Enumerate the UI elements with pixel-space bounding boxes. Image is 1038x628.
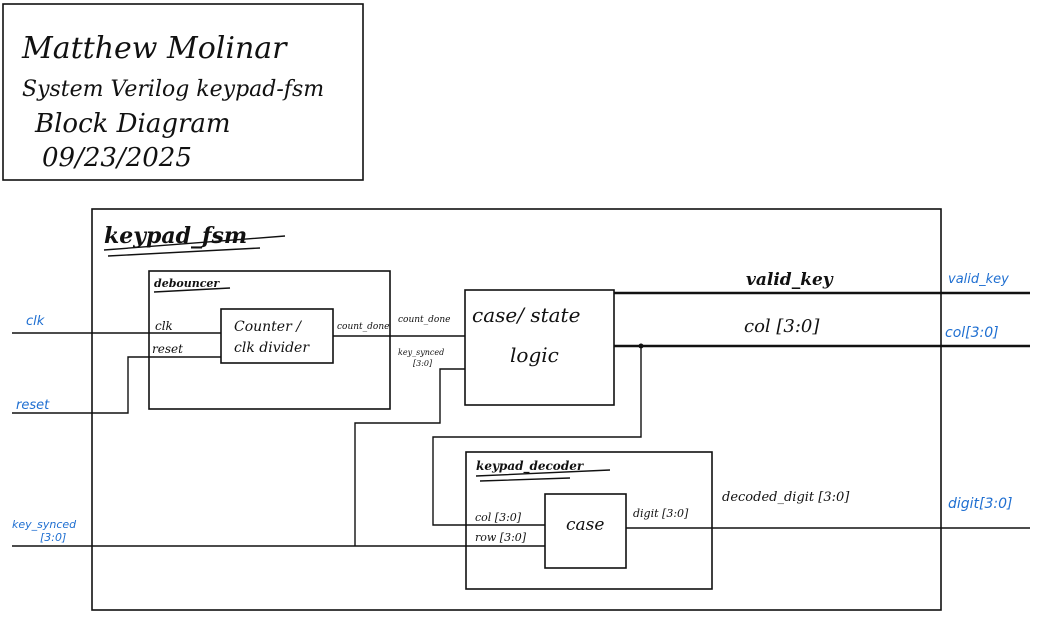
debouncer-label: debouncer bbox=[154, 277, 220, 290]
col-signal: col [3:0] bbox=[744, 316, 820, 337]
row-in-port: row [3:0] bbox=[475, 531, 527, 544]
decoded-digit-signal: decoded_digit [3:0] bbox=[722, 490, 850, 505]
subject-text: System Verilog keypad-fsm bbox=[22, 77, 324, 102]
ext-col-label: col[3:0] bbox=[945, 325, 999, 341]
col-in-port: col [3:0] bbox=[475, 511, 522, 524]
key-synced-in-port: key_synced bbox=[398, 348, 444, 357]
case-block bbox=[544, 493, 627, 569]
counter-label-line1: Counter / bbox=[234, 319, 302, 335]
ext-clk-label: clk bbox=[26, 314, 45, 329]
debouncer-module bbox=[148, 270, 391, 410]
col-feedback-wire bbox=[432, 346, 642, 526]
state-logic-line1: case/ state bbox=[472, 303, 580, 327]
doc-type: Block Diagram bbox=[34, 109, 231, 139]
ext-valid-key-label: valid_key bbox=[948, 272, 1009, 287]
ext-key-synced-label: key_synced bbox=[12, 518, 77, 531]
key-synced-in-width: [3:0] bbox=[413, 359, 433, 368]
state-logic-line2: logic bbox=[510, 343, 559, 367]
ext-key-synced-width: [3:0] bbox=[40, 531, 66, 544]
title-block bbox=[2, 3, 364, 181]
valid-key-signal: valid_key bbox=[746, 270, 834, 290]
reset-wire bbox=[12, 356, 221, 414]
count-done-in-port: count_done bbox=[398, 315, 450, 325]
keypad-fsm-underline bbox=[103, 235, 286, 257]
keypad-decoder-module bbox=[465, 451, 713, 590]
digit-out-port: digit [3:0] bbox=[633, 507, 689, 520]
ext-reset-label: reset bbox=[16, 398, 50, 413]
doc-date: 09/23/2025 bbox=[42, 143, 192, 173]
case-label: case bbox=[566, 515, 604, 535]
key-synced-branch-wire bbox=[354, 368, 465, 546]
keypad-decoder-underline bbox=[475, 469, 611, 482]
wires bbox=[12, 291, 1030, 547]
state-logic-block bbox=[464, 289, 615, 406]
debouncer-clk-port: clk bbox=[155, 319, 173, 333]
counter-label-line2: clk divider bbox=[234, 340, 310, 356]
keypad-decoder-label: keypad_decoder bbox=[476, 459, 585, 474]
ext-digit-label: digit[3:0] bbox=[948, 496, 1013, 512]
count-done-out-port: count_done bbox=[337, 322, 389, 332]
author-name: Matthew Molinar bbox=[21, 31, 288, 66]
keypad-fsm-module bbox=[91, 208, 942, 611]
debouncer-reset-port: reset bbox=[152, 342, 183, 356]
debouncer-underline bbox=[153, 287, 231, 293]
